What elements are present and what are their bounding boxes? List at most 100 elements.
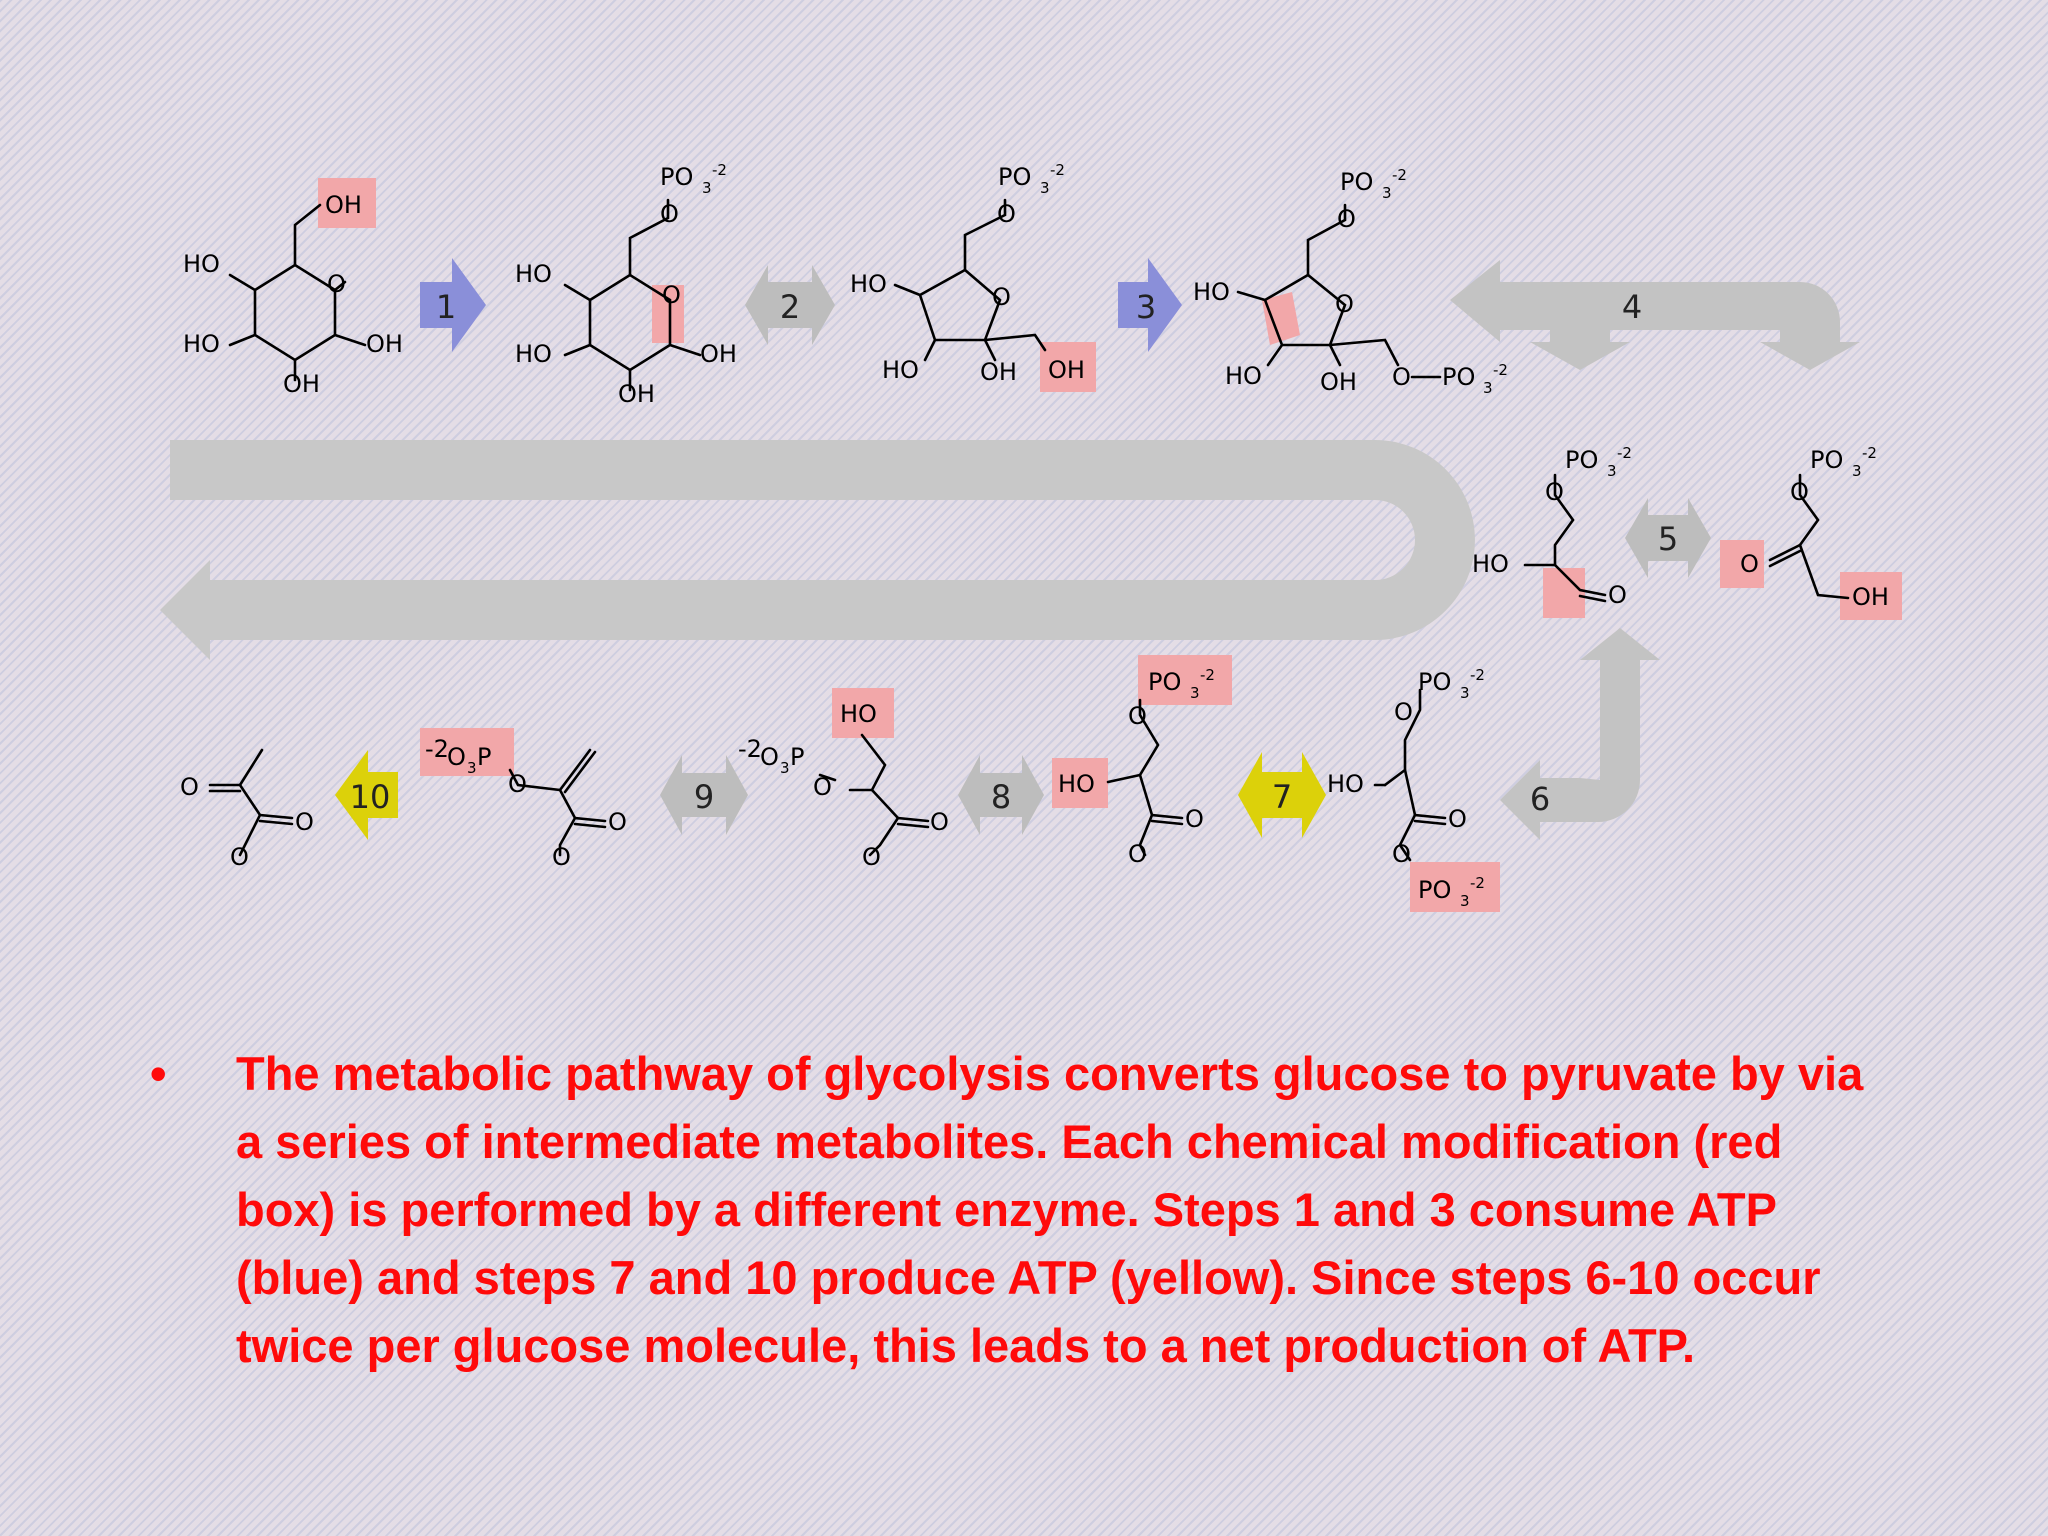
atom-label: O	[1335, 290, 1354, 318]
mod-box-8	[832, 688, 894, 738]
atom-label: 3	[1382, 184, 1392, 202]
atom-label: OH	[1852, 583, 1889, 611]
step-3-arrow: 3	[1118, 258, 1182, 352]
atom-label: O	[295, 808, 314, 836]
atom-label: O	[552, 843, 571, 871]
atom-label: HO	[515, 260, 552, 288]
glucose-molecule: OH O HO HO OH OH	[183, 178, 403, 398]
atom-label: O	[1128, 840, 1147, 868]
fructose-6-phosphate-molecule: PO 3 -2 O O HO HO OH OH	[850, 161, 1096, 392]
step-5-label: 5	[1658, 520, 1678, 558]
atom-label: OH	[283, 370, 320, 398]
atom-label: -2	[1470, 666, 1485, 684]
atom-label: O	[1337, 205, 1356, 233]
atom-label: O	[1392, 363, 1411, 391]
atom-label: O	[992, 283, 1011, 311]
atom-label: O	[447, 743, 466, 771]
atom-label: -2	[1617, 444, 1632, 462]
step-9-arrow: 9	[660, 755, 748, 835]
caption-text: The metabolic pathway of glycolysis conv…	[236, 1047, 1864, 1372]
atom-label: HO	[1193, 278, 1230, 306]
atom-label: O	[930, 808, 949, 836]
atom-label: O	[1185, 805, 1204, 833]
atom-label: OH	[366, 330, 403, 358]
atom-label: HO	[1058, 770, 1095, 798]
dhap-molecule: PO 3 -2 O O OH	[1720, 444, 1902, 620]
atom-label: HO	[183, 330, 220, 358]
bisphosphoglycerate-molecule: PO 3 -2 O HO O O PO 3 -2	[1327, 666, 1500, 912]
atom-label: -2	[1493, 361, 1508, 379]
step-1-arrow: 1	[420, 258, 486, 352]
step-7-arrow: 7	[1238, 752, 1326, 838]
atom-label: O	[1394, 698, 1413, 726]
atom-label: HO	[183, 250, 220, 278]
atom-label: PO	[1418, 876, 1451, 904]
atom-label: PO	[1418, 668, 1451, 696]
atom-label: 3	[702, 179, 712, 197]
atom-label: PO	[1340, 168, 1373, 196]
atom-label: OH	[700, 340, 737, 368]
step-8-label: 8	[991, 778, 1011, 816]
atom-label: -2	[1392, 166, 1407, 184]
pyruvate-molecule: O O O	[180, 748, 314, 871]
atom-label: O	[608, 808, 627, 836]
step-10-arrow: 10	[335, 750, 398, 840]
step-6-label: 6	[1530, 780, 1550, 818]
atom-label: 3	[1483, 379, 1493, 397]
mod-box-6	[1410, 862, 1500, 912]
atom-label: O	[1545, 478, 1564, 506]
atom-label: P	[790, 743, 804, 771]
step-7-label: 7	[1272, 778, 1292, 816]
mod-box-5c	[1840, 572, 1902, 620]
atom-label: PO	[1148, 668, 1181, 696]
step4-arrow	[1450, 260, 1860, 370]
atom-label: O	[1740, 550, 1759, 578]
atom-label: OH	[1320, 368, 1357, 396]
step-9-label: 9	[694, 778, 714, 816]
atom-label: OH	[618, 380, 655, 408]
step6-arrow	[1500, 628, 1660, 840]
atom-label: OH	[325, 191, 362, 219]
atom-label: OH	[1048, 356, 1085, 384]
atom-label: HO	[515, 340, 552, 368]
atom-label: O	[1790, 478, 1809, 506]
atom-label: 3	[780, 759, 790, 777]
atom-label: -2	[1470, 874, 1485, 892]
mod-box-1	[318, 178, 376, 228]
2-phosphoglycerate-molecule: HO -2 O 3 P O O O	[738, 688, 949, 871]
mod-box-2	[652, 285, 684, 343]
atom-label: O	[1128, 702, 1147, 730]
atom-label: -2	[712, 161, 727, 179]
atom-label: O	[662, 281, 681, 309]
atom-label: -2	[1050, 161, 1065, 179]
atom-label: HO	[840, 700, 877, 728]
atom-label: O	[760, 743, 779, 771]
mod-box-3	[1040, 342, 1096, 392]
mod-box-9	[420, 728, 514, 776]
phosphoenolpyruvate-molecule: -2 O 3 P O O O	[420, 728, 627, 871]
atom-label: -2	[1862, 444, 1877, 462]
atom-label: PO	[1810, 446, 1843, 474]
atom-label: P	[477, 743, 491, 771]
atom-label: 3	[1852, 462, 1862, 480]
atom-label: PO	[998, 163, 1031, 191]
caption-bullet: •	[150, 1047, 167, 1100]
step-3-label: 3	[1136, 288, 1156, 326]
glyceraldehyde-3-phosphate-molecule: PO 3 -2 O HO O	[1472, 444, 1632, 618]
step-2-arrow: 2	[745, 265, 835, 345]
atom-label: O	[508, 770, 527, 798]
atom-label: -2	[738, 735, 762, 763]
atom-label: HO	[882, 356, 919, 384]
atom-label: HO	[850, 270, 887, 298]
atom-label: O	[660, 200, 679, 228]
glucose-6-phosphate-molecule: PO 3 -2 O O HO HO OH OH	[515, 161, 737, 408]
atom-label: PO	[660, 163, 693, 191]
atom-label: HO	[1472, 550, 1509, 578]
caption: • The metabolic pathway of glycolysis co…	[150, 1040, 1890, 1380]
mod-box-4	[1262, 292, 1300, 345]
atom-label: 3	[1040, 179, 1050, 197]
mod-box-7a	[1138, 655, 1232, 705]
atom-label: O	[230, 843, 249, 871]
atom-label: O	[180, 773, 199, 801]
atom-label: HO	[1225, 362, 1262, 390]
